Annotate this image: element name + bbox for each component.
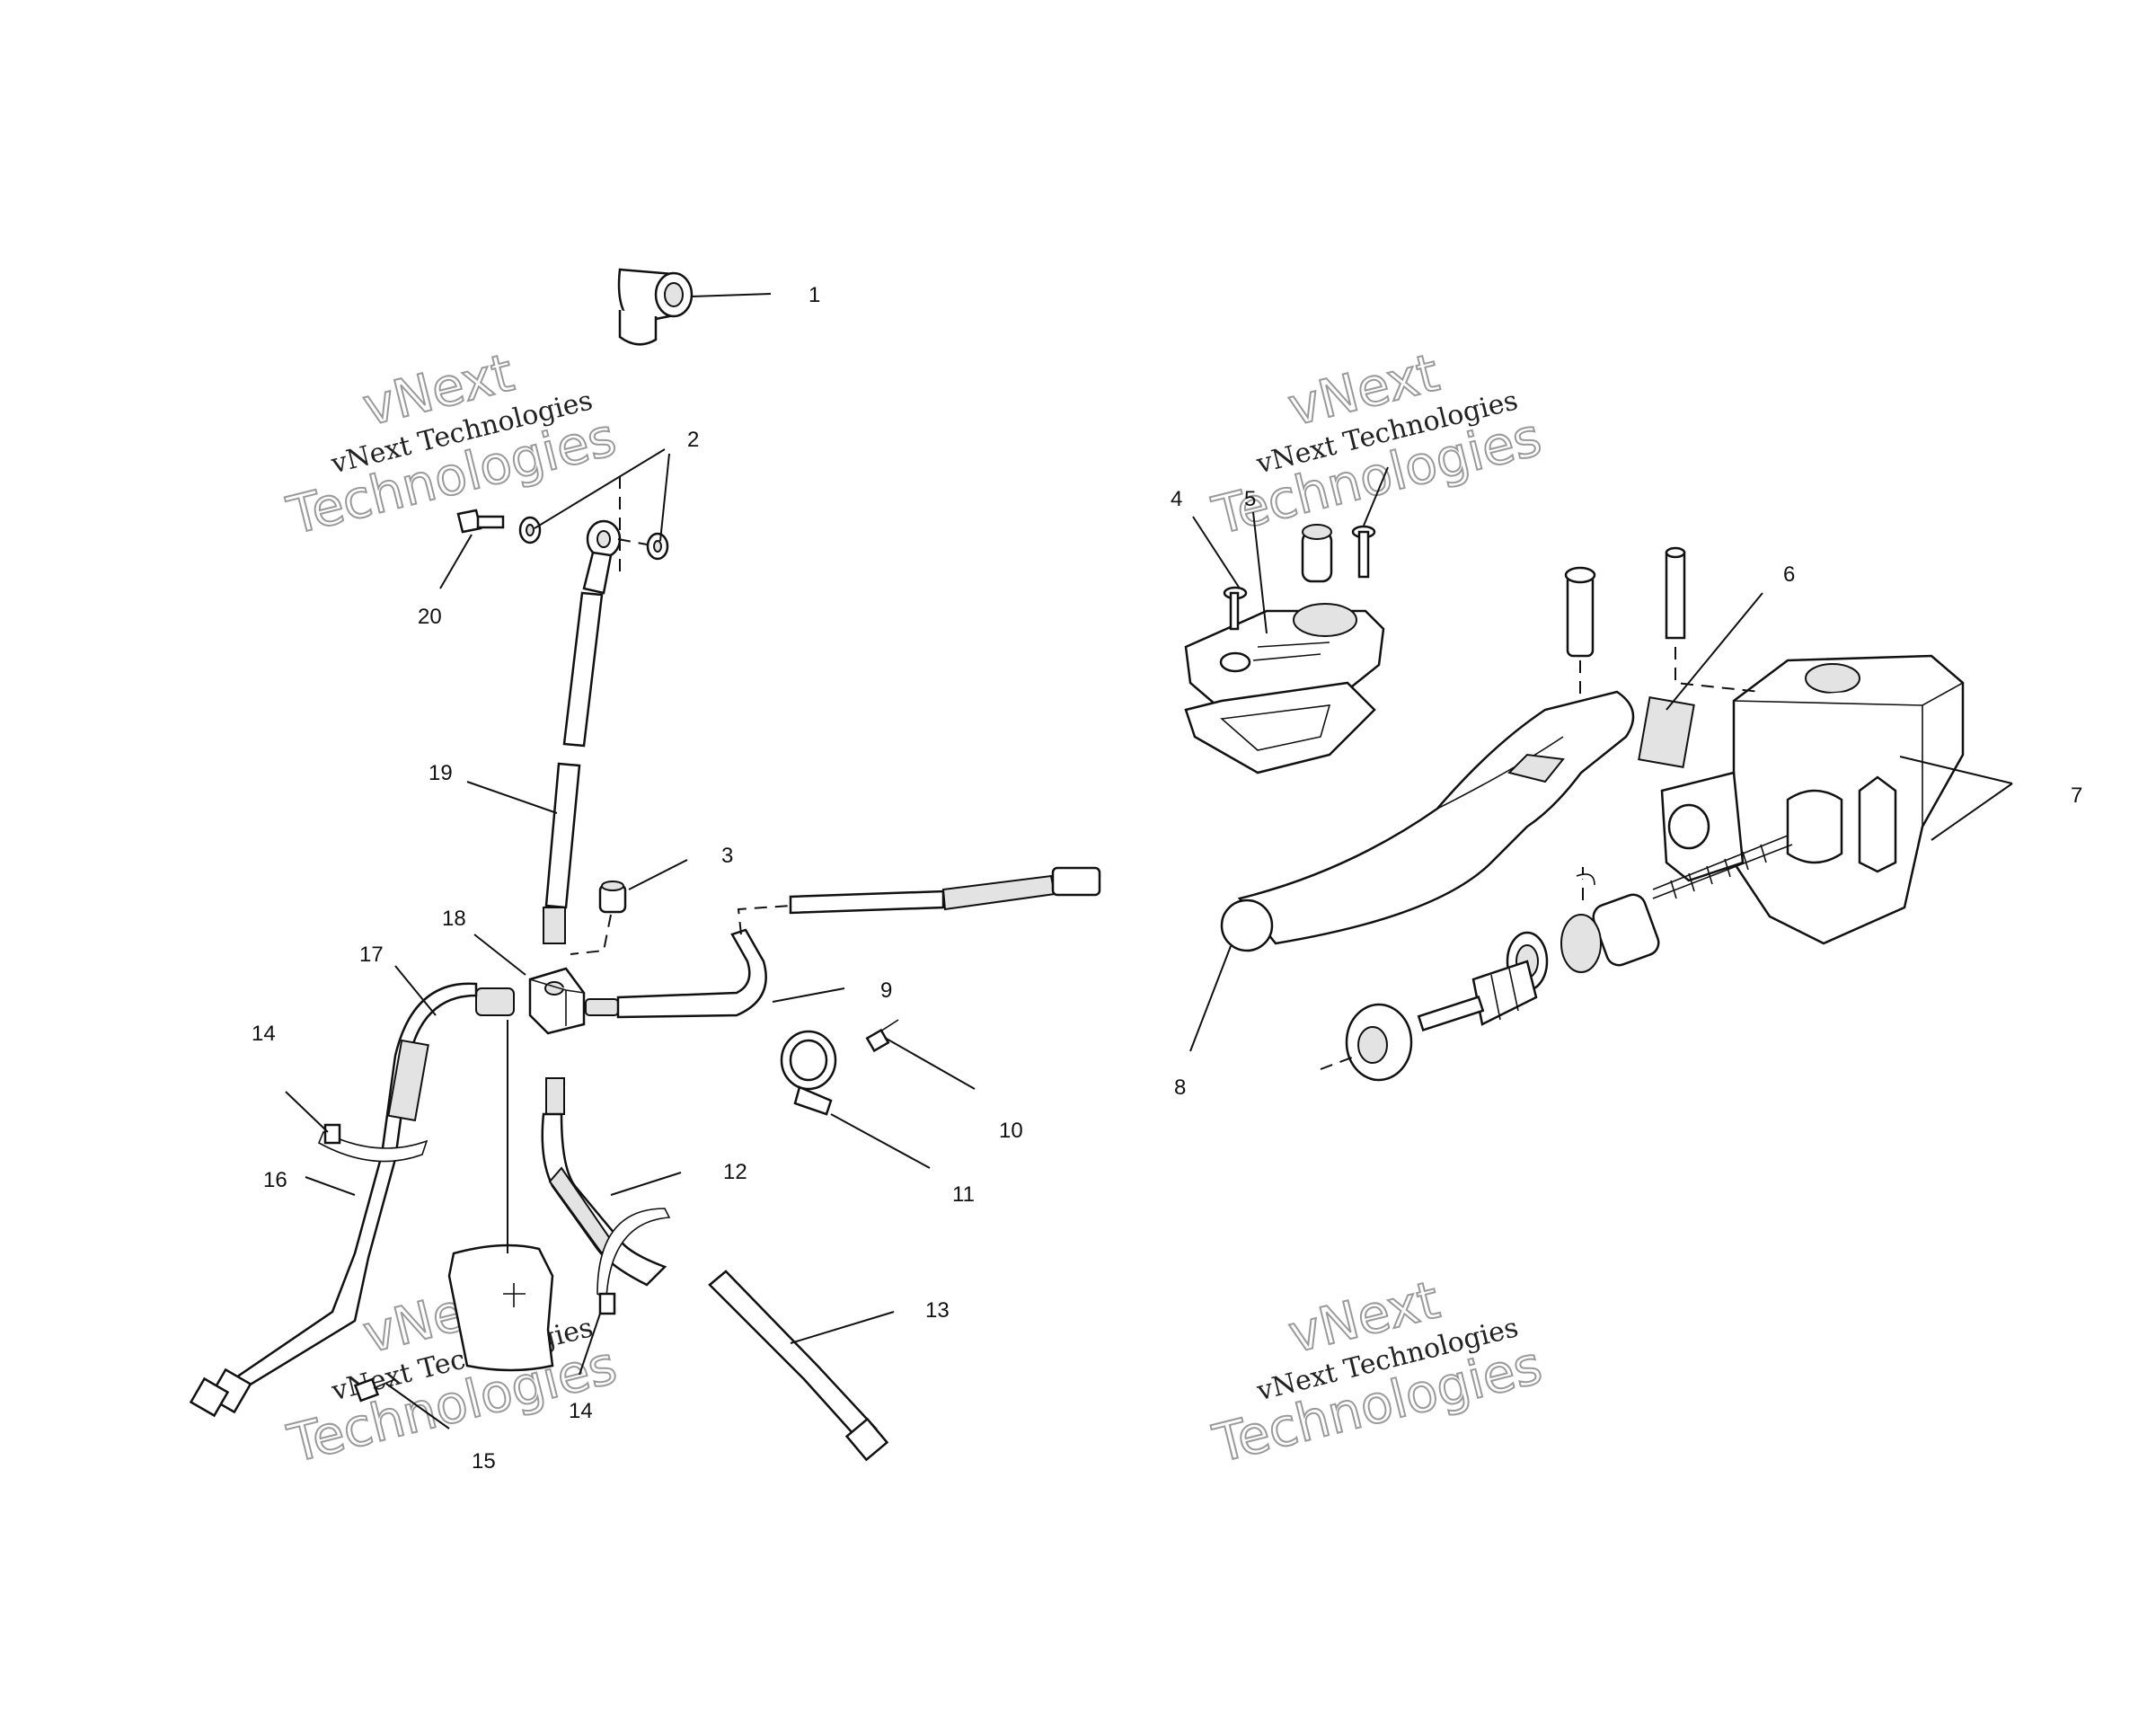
hose-upper [543, 591, 604, 944]
tee-fitting [617, 268, 694, 346]
clamp-screw [865, 1019, 899, 1053]
callout-14-lower: 14 [569, 1399, 593, 1423]
callout-12: 12 [723, 1160, 747, 1184]
callout-5: 5 [1244, 487, 1256, 511]
gasket-plate [447, 1244, 554, 1372]
junction-block [528, 967, 586, 1035]
reservoir-gasket [1184, 681, 1376, 774]
watermark-top-right: vNext vNext Technologies Technologies [1206, 341, 1548, 547]
clamp-ring [780, 1030, 837, 1116]
diaphragm-plug [1301, 524, 1333, 583]
watermark-bottom-right: vNext vNext Technologies Technologies [1206, 1268, 1549, 1475]
leader-lines [285, 293, 2013, 1429]
callout-labels: 1 2 3 4 5 6 7 8 9 10 11 12 13 14 14 15 1… [252, 283, 2082, 1474]
brake-line-right [585, 866, 1101, 1019]
callout-18: 18 [442, 907, 466, 931]
bleeder-valve [598, 881, 627, 914]
hose-clamp [317, 1123, 429, 1163]
pivot-pin [1564, 566, 1596, 658]
callout-13: 13 [925, 1298, 950, 1323]
bracket-clamp [1660, 771, 1745, 882]
washer-upper [518, 516, 542, 544]
return-spring [1652, 835, 1793, 899]
callout-10: 10 [999, 1119, 1023, 1143]
callout-6: 6 [1783, 562, 1795, 587]
washer-lower [646, 532, 669, 561]
callout-17: 17 [359, 943, 384, 967]
callout-8: 8 [1174, 1075, 1186, 1100]
callout-1: 1 [808, 283, 820, 307]
banjo-fitting [582, 519, 622, 595]
reservoir-cover [1184, 603, 1385, 721]
banjo-bolt [456, 509, 505, 534]
callout-7: 7 [2071, 783, 2082, 808]
watermark-bottom-left: vNext vNext Technologies Technologies [281, 1268, 623, 1475]
master-cylinder [1732, 654, 1965, 945]
hose-clamp-lower [596, 1208, 671, 1315]
callout-11: 11 [952, 1182, 975, 1207]
cover-screw-right [1351, 525, 1376, 579]
cover-screw-left [1223, 586, 1248, 631]
callout-16: 16 [263, 1168, 287, 1192]
callout-4: 4 [1171, 487, 1182, 511]
nut-fastener [353, 1377, 396, 1403]
callout-9: 9 [880, 978, 892, 1003]
callout-19: 19 [429, 761, 453, 785]
watermark-top-left: vNext vNext Technologies Technologies [280, 341, 623, 547]
callout-2: 2 [687, 428, 699, 452]
callout-20: 20 [418, 605, 442, 629]
callout-14-upper: 14 [252, 1022, 276, 1046]
callout-3: 3 [721, 844, 733, 868]
dowel-pin [1665, 546, 1686, 640]
hose-lower [541, 1077, 889, 1462]
callout-15: 15 [472, 1449, 496, 1474]
brake-lever [1220, 690, 1695, 952]
hose-left [189, 982, 515, 1418]
dust-boot [1345, 960, 1538, 1082]
